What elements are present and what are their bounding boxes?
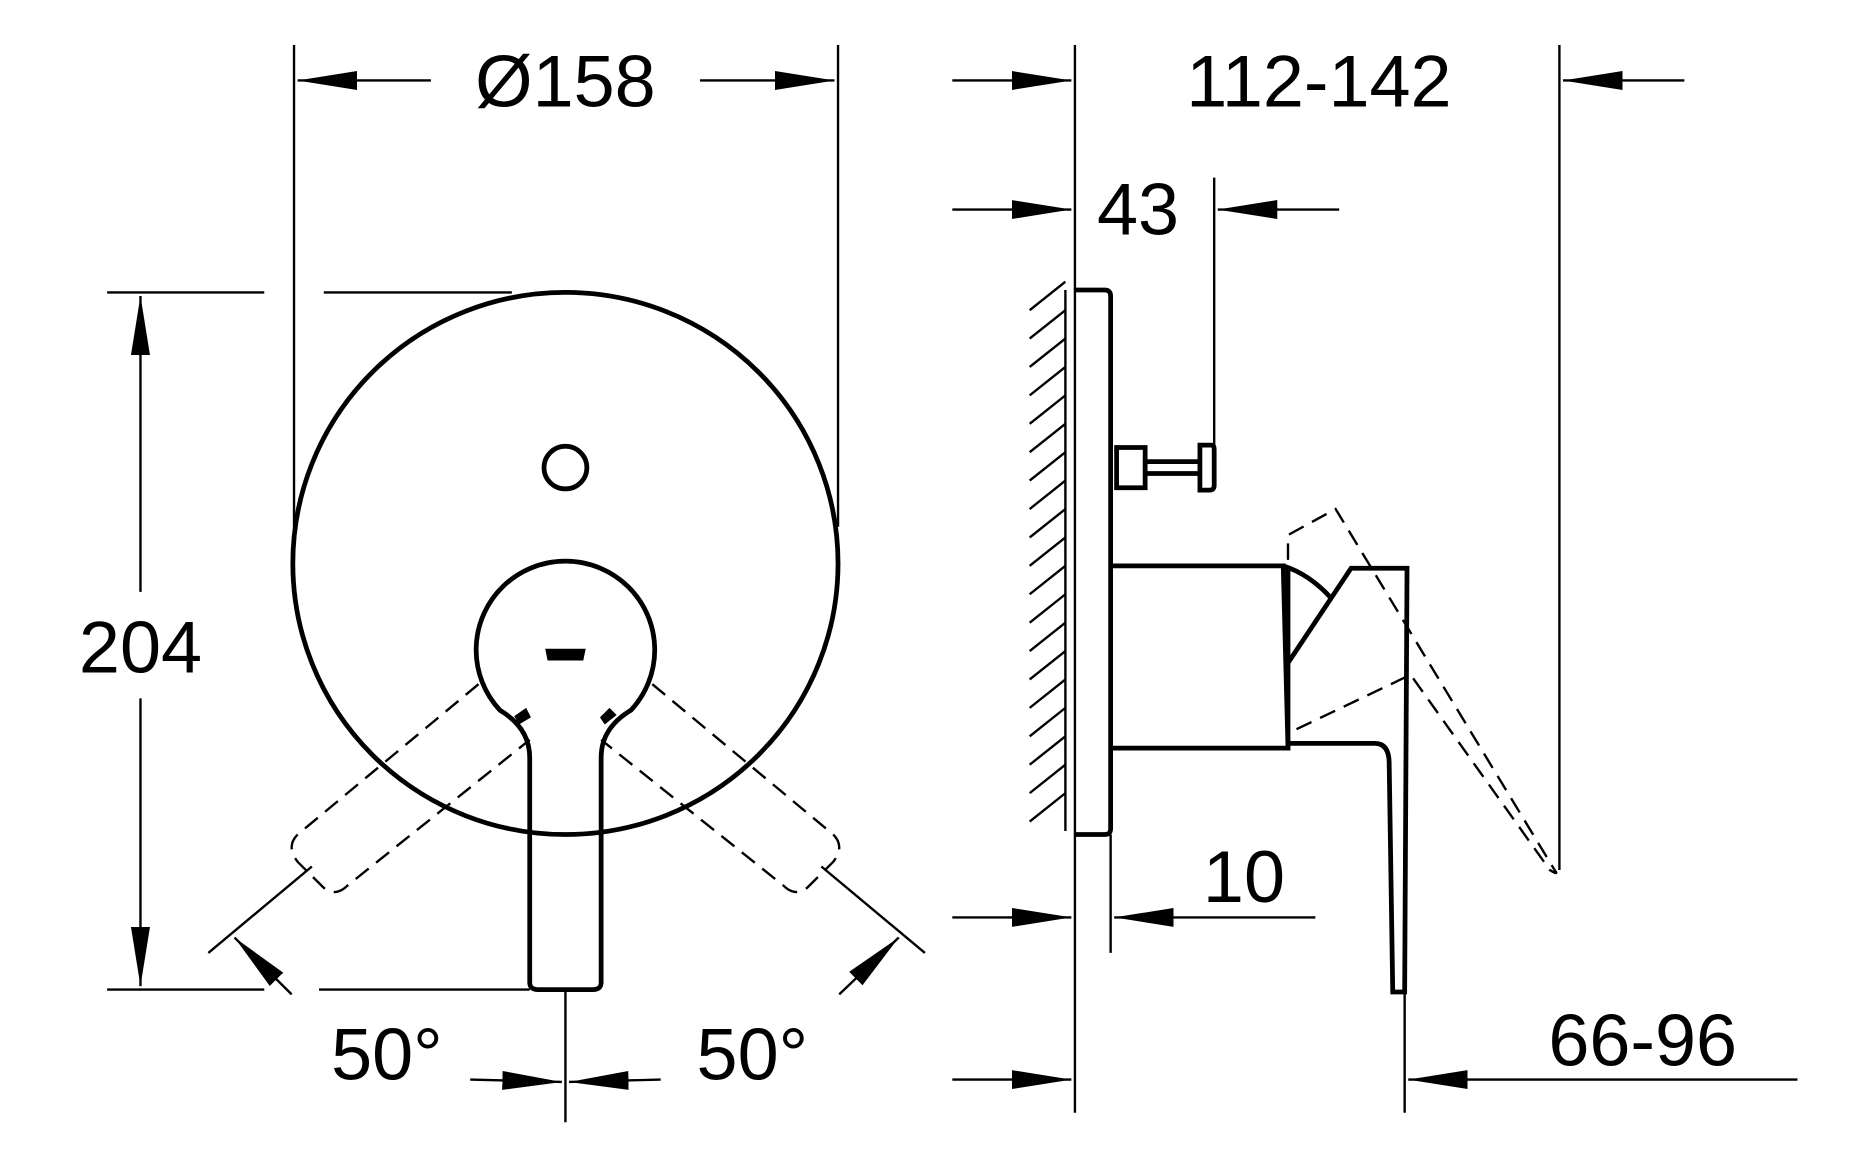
hatch-line [1028,536,1067,567]
hatch-line [1028,706,1067,738]
dimension-diameter: Ø158 [475,40,656,123]
diverter-knob [541,443,590,492]
hatch-line [1028,650,1067,681]
hatch-line [1028,763,1067,795]
lever-rotated-left [290,683,531,894]
hatch-line [1028,792,1067,823]
dimension-angle-right: 50° [697,1013,809,1096]
wall-hatching [1028,280,1067,823]
hatch-line [1028,280,1067,312]
side-dimensions: 112-142 43 10 66-96 [952,40,1798,1113]
side-cover-plate [1074,287,1114,837]
hatch-line [1028,479,1067,510]
dimension-angle-left: 50° [331,1013,443,1096]
dimension-projection-total: 112-142 [1186,40,1451,123]
hatch-line [1028,451,1067,482]
cover-plate [290,290,841,837]
hatch-line [1028,422,1067,454]
lever-mark-left [514,707,531,725]
hatch-line [1028,366,1067,397]
side-view [1028,44,1558,1113]
hatch-line [1028,735,1067,766]
hatch-line [1028,593,1067,624]
hatch-line [1028,678,1067,709]
body-cap [1282,563,1333,749]
hatch-line [1028,564,1067,596]
side-lever-raised [1286,507,1558,875]
dimension-pin-depth: 43 [1097,168,1179,251]
side-lever [1286,565,1410,995]
valve-body [1110,563,1291,751]
dimension-lever-projection: 66-96 [1548,999,1737,1082]
hatch-line [1028,309,1067,340]
lever-slot [545,648,586,661]
front-dimensions: Ø158 204 50° 50° [79,40,926,1123]
lever-rotated-right [600,683,841,894]
lever-handle [473,558,658,992]
dimension-height: 204 [79,606,202,689]
front-view [290,290,841,992]
dimension-plate-thickness: 10 [1203,835,1285,918]
hatch-line [1028,508,1067,539]
hatch-line [1028,337,1067,368]
lever-mark-right [599,707,617,725]
hatch-line [1028,394,1067,425]
hatch-line [1028,621,1067,652]
diverter-pin [1114,442,1217,493]
